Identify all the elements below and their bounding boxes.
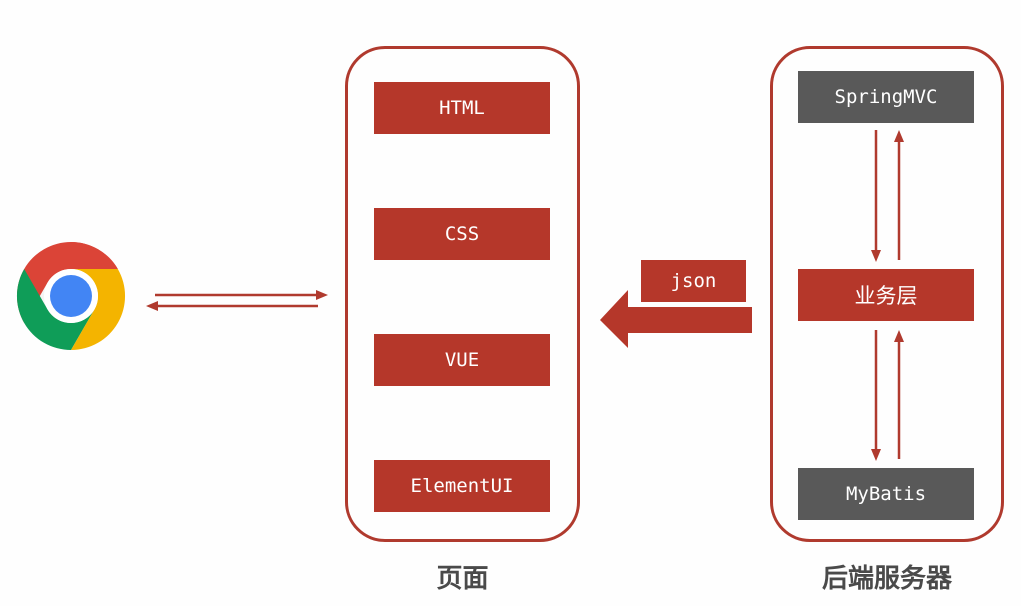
springmvc-box: SpringMVC bbox=[798, 71, 974, 123]
frontend-caption: 页面 bbox=[436, 564, 489, 594]
vue-box: VUE bbox=[374, 334, 550, 386]
frontend-panel bbox=[345, 46, 580, 542]
service-layer-box: 业务层 bbox=[798, 269, 974, 321]
backend-panel bbox=[770, 46, 1004, 542]
springmvc-service-arrows bbox=[871, 130, 904, 262]
elementui-box: ElementUI bbox=[374, 460, 550, 512]
backend-caption: 后端服务器 bbox=[821, 564, 952, 594]
chrome-icon bbox=[16, 241, 126, 350]
json-return-arrow bbox=[600, 290, 752, 348]
css-box: CSS bbox=[374, 208, 550, 260]
json-label: json bbox=[641, 260, 746, 302]
mybatis-box: MyBatis bbox=[798, 468, 974, 520]
browser-page-arrows bbox=[146, 290, 328, 311]
html-box: HTML bbox=[374, 82, 550, 134]
service-mybatis-arrows bbox=[871, 330, 904, 461]
